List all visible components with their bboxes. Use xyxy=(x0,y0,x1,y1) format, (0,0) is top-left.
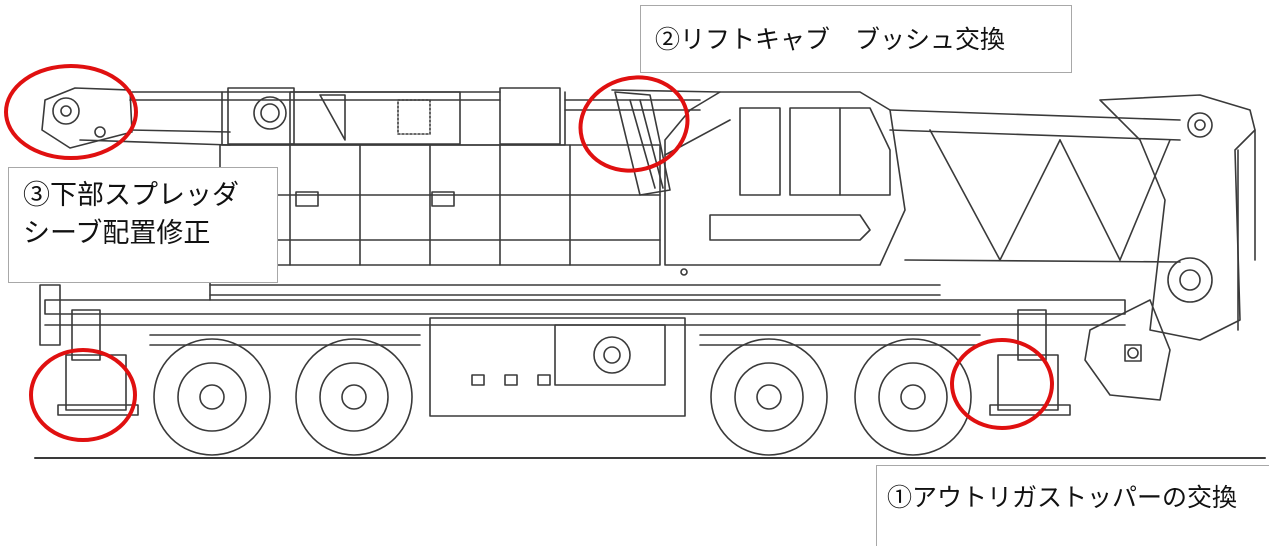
highlight-outrigger-left xyxy=(29,348,137,442)
outrigger-left xyxy=(57,309,139,416)
superstructure-panels xyxy=(209,144,941,301)
wheel-3 xyxy=(710,338,828,456)
operator-cab xyxy=(611,89,906,276)
callout-lower-spreader: ③下部スプレッダ シーブ配置修正 xyxy=(8,167,278,283)
callout-lower-spreader-line2: シーブ配置修正 xyxy=(23,218,211,249)
highlight-lift-cab xyxy=(578,75,690,173)
wheel-1 xyxy=(153,338,271,456)
highlight-boom-head xyxy=(4,64,138,160)
callout-lift-cab-bush: ②リフトキャブ ブッシュ交換 xyxy=(640,5,1072,73)
boom-body xyxy=(221,87,701,146)
callout-lower-spreader-line1: ③下部スプレッダ xyxy=(23,180,239,211)
highlight-outrigger-right xyxy=(950,338,1054,430)
carrier-frame xyxy=(39,284,1126,417)
wheel-2 xyxy=(295,338,413,456)
wheel-4 xyxy=(854,338,972,456)
callout-outrigger-stopper-text: ①アウトリガストッパーの交換 xyxy=(887,483,1238,512)
outrigger-right xyxy=(989,309,1071,416)
suspension xyxy=(149,334,981,346)
callout-outrigger-stopper: ①アウトリガストッパーの交換 xyxy=(876,465,1269,546)
luffing-frame xyxy=(889,94,1256,401)
callout-lift-cab-bush-text: ②リフトキャブ ブッシュ交換 xyxy=(655,25,1006,54)
